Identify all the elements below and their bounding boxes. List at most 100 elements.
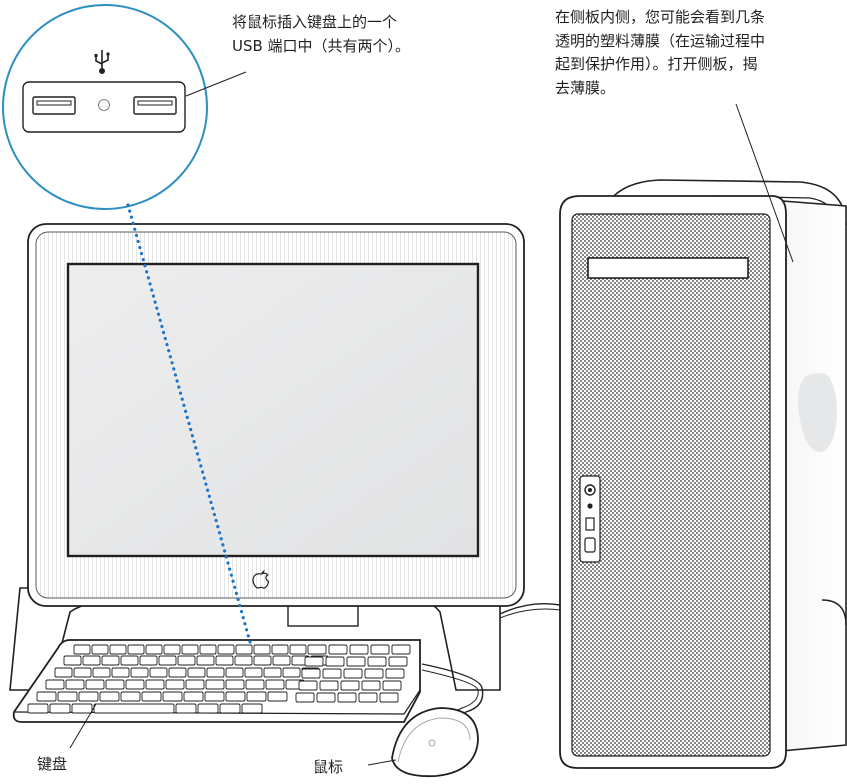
keyboard-key bbox=[382, 680, 402, 691]
keyboard-key bbox=[282, 667, 301, 678]
keyboard-key bbox=[158, 655, 177, 666]
keyboard-key bbox=[340, 680, 360, 691]
usb-callout-line-2: USB 端口中（共有两个）。 bbox=[232, 37, 411, 55]
protective-film-callout: 在侧板内侧，您可能会看到几条 透明的塑料薄膜（在运输过程中 起到保护作用）。打开… bbox=[555, 6, 765, 100]
keyboard-key bbox=[168, 667, 187, 678]
keyboard-key bbox=[235, 644, 253, 655]
keyboard-key bbox=[183, 691, 204, 702]
keyboard-key bbox=[361, 680, 381, 691]
keyboard-key bbox=[187, 667, 206, 678]
keyboard-key bbox=[253, 644, 271, 655]
keyboard-key bbox=[358, 692, 378, 703]
keyboard-key bbox=[289, 644, 307, 655]
keyboard-key bbox=[379, 692, 399, 703]
keyboard-key bbox=[304, 656, 324, 667]
keyboard-key bbox=[298, 680, 318, 691]
keyboard-key bbox=[217, 644, 235, 655]
keyboard-key bbox=[145, 644, 163, 655]
keyboard-key bbox=[73, 644, 91, 655]
keyboard-key bbox=[93, 703, 175, 714]
cinema-display bbox=[9, 223, 525, 691]
keyboard-key bbox=[139, 655, 158, 666]
keyboard-key bbox=[57, 691, 78, 702]
keyboard-key bbox=[328, 644, 348, 655]
keyboard-key bbox=[71, 703, 93, 714]
keyboard-key bbox=[349, 644, 369, 655]
keyboard-key bbox=[263, 667, 282, 678]
indicator-light bbox=[98, 99, 110, 111]
mouse bbox=[391, 707, 479, 778]
mouse-label: 鼠标 bbox=[313, 758, 344, 776]
keyboard-key bbox=[27, 703, 49, 714]
keyboard-key bbox=[63, 655, 82, 666]
keyboard-key bbox=[204, 691, 225, 702]
keyboard-key bbox=[85, 679, 105, 690]
film-callout-line-3: 起到保护作用）。打开侧板，揭 bbox=[555, 55, 758, 73]
keyboard-key bbox=[49, 703, 71, 714]
film-callout-leader bbox=[735, 103, 794, 263]
keyboard-key bbox=[337, 692, 357, 703]
keyboard-key bbox=[316, 692, 336, 703]
keyboard-key bbox=[141, 691, 162, 702]
keyboard-key bbox=[385, 668, 405, 679]
keyboard bbox=[12, 639, 421, 723]
usb-zoom-callout bbox=[2, 4, 208, 210]
keyboard-key bbox=[301, 668, 321, 679]
keyboard-key bbox=[109, 644, 127, 655]
usb-callout-line-1: 将鼠标插入键盘上的一个 bbox=[232, 13, 398, 31]
keyboard-key bbox=[271, 644, 289, 655]
keyboard-key bbox=[225, 679, 245, 690]
keyboard-key bbox=[234, 655, 253, 666]
film-callout-line-4: 去薄膜。 bbox=[555, 78, 616, 97]
display-screen bbox=[66, 262, 480, 558]
keyboard-key bbox=[99, 691, 120, 702]
power-mac-tower bbox=[559, 179, 847, 769]
keyboard-key bbox=[130, 667, 149, 678]
keyboard-key bbox=[105, 679, 125, 690]
keyboard-key bbox=[307, 644, 327, 655]
keyboard-key bbox=[175, 703, 197, 714]
keyboard-key bbox=[92, 667, 111, 678]
keyboard-key bbox=[225, 667, 244, 678]
keyboard-label-leader bbox=[69, 703, 97, 749]
usb-callout-leader bbox=[185, 71, 247, 97]
keyboard-key bbox=[65, 679, 85, 690]
keyboard-key bbox=[346, 656, 366, 667]
keyboard-key bbox=[177, 655, 196, 666]
film-callout-line-1: 在侧板内侧，您可能会看到几条 bbox=[555, 8, 766, 26]
usb-instruction-callout: 将鼠标插入键盘上的一个 USB 端口中（共有两个）。 bbox=[232, 10, 410, 58]
keyboard-key bbox=[120, 691, 141, 702]
keyboard-key bbox=[91, 644, 109, 655]
keyboard-key bbox=[101, 655, 120, 666]
apple-logo-side bbox=[798, 373, 838, 452]
keyboard-key bbox=[319, 680, 339, 691]
keyboard-key bbox=[82, 655, 101, 666]
keyboard-key bbox=[265, 679, 285, 690]
keyboard-label: 键盘 bbox=[37, 755, 68, 773]
keyboard-key bbox=[241, 703, 263, 714]
keyboard-key bbox=[343, 668, 363, 679]
keyboard-key bbox=[78, 691, 99, 702]
usb-icon bbox=[94, 50, 110, 75]
keyboard-key bbox=[111, 667, 130, 678]
keyboard-key bbox=[364, 668, 384, 679]
apple-logo-icon bbox=[252, 570, 270, 589]
keyboard-key bbox=[246, 691, 267, 702]
keyboard-key bbox=[45, 679, 65, 690]
keyboard-key bbox=[196, 655, 215, 666]
keyboard-key bbox=[162, 691, 183, 702]
display-cable bbox=[499, 602, 561, 615]
keyboard-key bbox=[127, 644, 145, 655]
keyboard-key bbox=[253, 655, 272, 666]
keyboard-key bbox=[388, 656, 408, 667]
keyboard-key bbox=[225, 691, 246, 702]
keyboard-key bbox=[267, 691, 288, 702]
optical-drive-slot bbox=[587, 257, 749, 279]
film-callout-line-2: 透明的塑料薄膜（在运输过程中 bbox=[555, 31, 766, 50]
keyboard-key bbox=[163, 644, 181, 655]
keyboard-key bbox=[145, 679, 165, 690]
keyboard-key bbox=[215, 655, 234, 666]
keyboard-key bbox=[73, 667, 92, 678]
